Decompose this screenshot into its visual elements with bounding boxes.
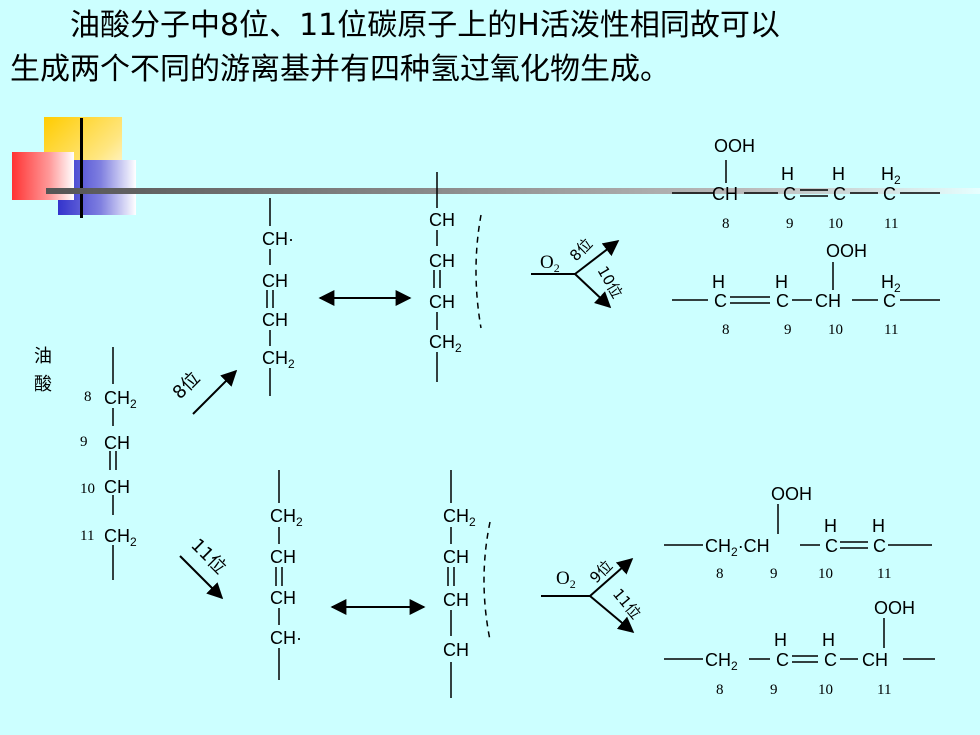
title-line-1: 油酸分子中8位、11位碳原子上的H活泼性相同故可以 [70, 8, 780, 43]
oleic-c11: CH2 [104, 526, 137, 549]
radical8-right-d: CH2 [429, 332, 462, 355]
product1-h10: H [832, 164, 845, 184]
oleic-c8: CH2 [104, 388, 137, 411]
product3-c10: C [825, 536, 838, 556]
oleic-num-11: 11 [80, 528, 94, 544]
product4-n11: 11 [877, 682, 891, 698]
product4-ch2-8: CH2 [705, 650, 738, 673]
product1-n11: 11 [884, 216, 898, 232]
oleic-num-10: 10 [80, 481, 95, 497]
oleic-c10: CH [104, 477, 130, 497]
oleic-num-8: 8 [84, 389, 92, 405]
product2-ch10: CH [815, 291, 841, 311]
radical11-right-c: CH [443, 590, 469, 610]
product3-n11: 11 [877, 566, 891, 582]
radical8-right-b: CH [429, 251, 455, 271]
product4-n10: 10 [818, 682, 833, 698]
product1-ooh: OOH [714, 136, 755, 156]
product3-h10: H [824, 516, 837, 536]
product4-c10: C [824, 650, 837, 670]
product4-n9: 9 [770, 682, 778, 698]
radical11-right-bonds [447, 470, 491, 698]
product4-h10: H [822, 630, 835, 650]
arrow-to-11-radical [179, 555, 224, 600]
o2-top-arrow-down [574, 273, 612, 309]
o2-top-arrow-up [574, 240, 620, 275]
radical11-left-d: CH· [270, 628, 302, 648]
label-bot-a: 9位 [586, 557, 616, 587]
product2-n11: 11 [884, 322, 898, 338]
product3-bonds [664, 504, 932, 549]
radical11-left-c: CH [270, 588, 296, 608]
radical8-right-c: CH [429, 292, 455, 312]
product1-c11: C [883, 184, 896, 204]
product3-n9: 9 [770, 566, 778, 582]
radical8-left-b: CH [262, 271, 288, 291]
product1-ch8: CH [712, 184, 738, 204]
product1-h9: H [781, 164, 794, 184]
oleic-num-9: 9 [80, 434, 88, 450]
product3-n10: 10 [818, 566, 833, 582]
radical11-right-d: CH [443, 640, 469, 660]
product3-ch2-8: CH2·CH [705, 536, 770, 559]
product2-n9: 9 [784, 322, 792, 338]
slide-title: 油酸分子中8位、11位碳原子上的H活泼性相同故可以 生成两个不同的游离基并有四种… [10, 4, 970, 92]
product2-n10: 10 [828, 322, 843, 338]
product4-n8: 8 [716, 682, 724, 698]
product3-ooh: OOH [771, 484, 812, 504]
product2-ooh: OOH [826, 241, 867, 261]
product4-bonds [664, 618, 935, 663]
label-pos8: 8位 [169, 368, 205, 404]
radical8-right-a: CH [429, 210, 455, 230]
deco-vertical-line [80, 118, 83, 218]
product1-h2-11: H2 [881, 164, 901, 187]
product3-h11: H [872, 516, 885, 536]
oleic-acid-chain [109, 347, 117, 580]
product4-ch11: CH [862, 650, 888, 670]
label-pos11: 11位 [186, 535, 230, 579]
product3-n8: 8 [716, 566, 724, 582]
radical8-right-bonds [433, 172, 482, 382]
radical11-left-b: CH [270, 547, 296, 567]
radical11-right-a: CH2 [443, 506, 476, 529]
o2-top: O2 [540, 252, 560, 275]
oleic-label-top: 油 [34, 346, 52, 367]
radical8-left-a: CH· [262, 229, 294, 249]
product1-c10: C [833, 184, 846, 204]
product2-c11: C [883, 291, 896, 311]
product2-h8: H [712, 272, 725, 292]
radical8-left-c: CH [262, 310, 288, 330]
product1-n8: 8 [722, 216, 730, 232]
product4-ooh: OOH [874, 598, 915, 618]
radical11-right-b: CH [443, 547, 469, 567]
product2-n8: 8 [722, 322, 730, 338]
arrow-to-8-radical [192, 369, 238, 415]
product2-bonds [672, 262, 940, 304]
product2-h9: H [775, 272, 788, 292]
o2-bottom: O2 [556, 568, 576, 591]
radical11-left-a: CH2 [270, 506, 303, 529]
radical8-left-d: CH2 [262, 348, 295, 371]
radical11-left-bonds [275, 470, 283, 680]
product1-n9: 9 [786, 216, 794, 232]
product2-h2-11: H2 [881, 272, 901, 295]
product3-c11: C [873, 536, 886, 556]
product4-c9: C [776, 650, 789, 670]
title-line-2: 生成两个不同的游离基并有四种氢过氧化物生成。 [10, 52, 670, 87]
deco-horizontal-line [46, 188, 980, 194]
oleic-c9: CH [104, 433, 130, 453]
product2-c8: C [714, 291, 727, 311]
product2-c9: C [776, 291, 789, 311]
product4-h9: H [774, 630, 787, 650]
o2-bottom-arrow-down [589, 595, 635, 634]
product1-c9: C [783, 184, 796, 204]
radical8-left-bonds [266, 198, 274, 396]
product1-n10: 10 [828, 216, 843, 232]
oleic-label-bottom: 酸 [34, 374, 52, 395]
product1-bonds [672, 160, 940, 197]
o2-bottom-arrow-up [589, 557, 634, 597]
